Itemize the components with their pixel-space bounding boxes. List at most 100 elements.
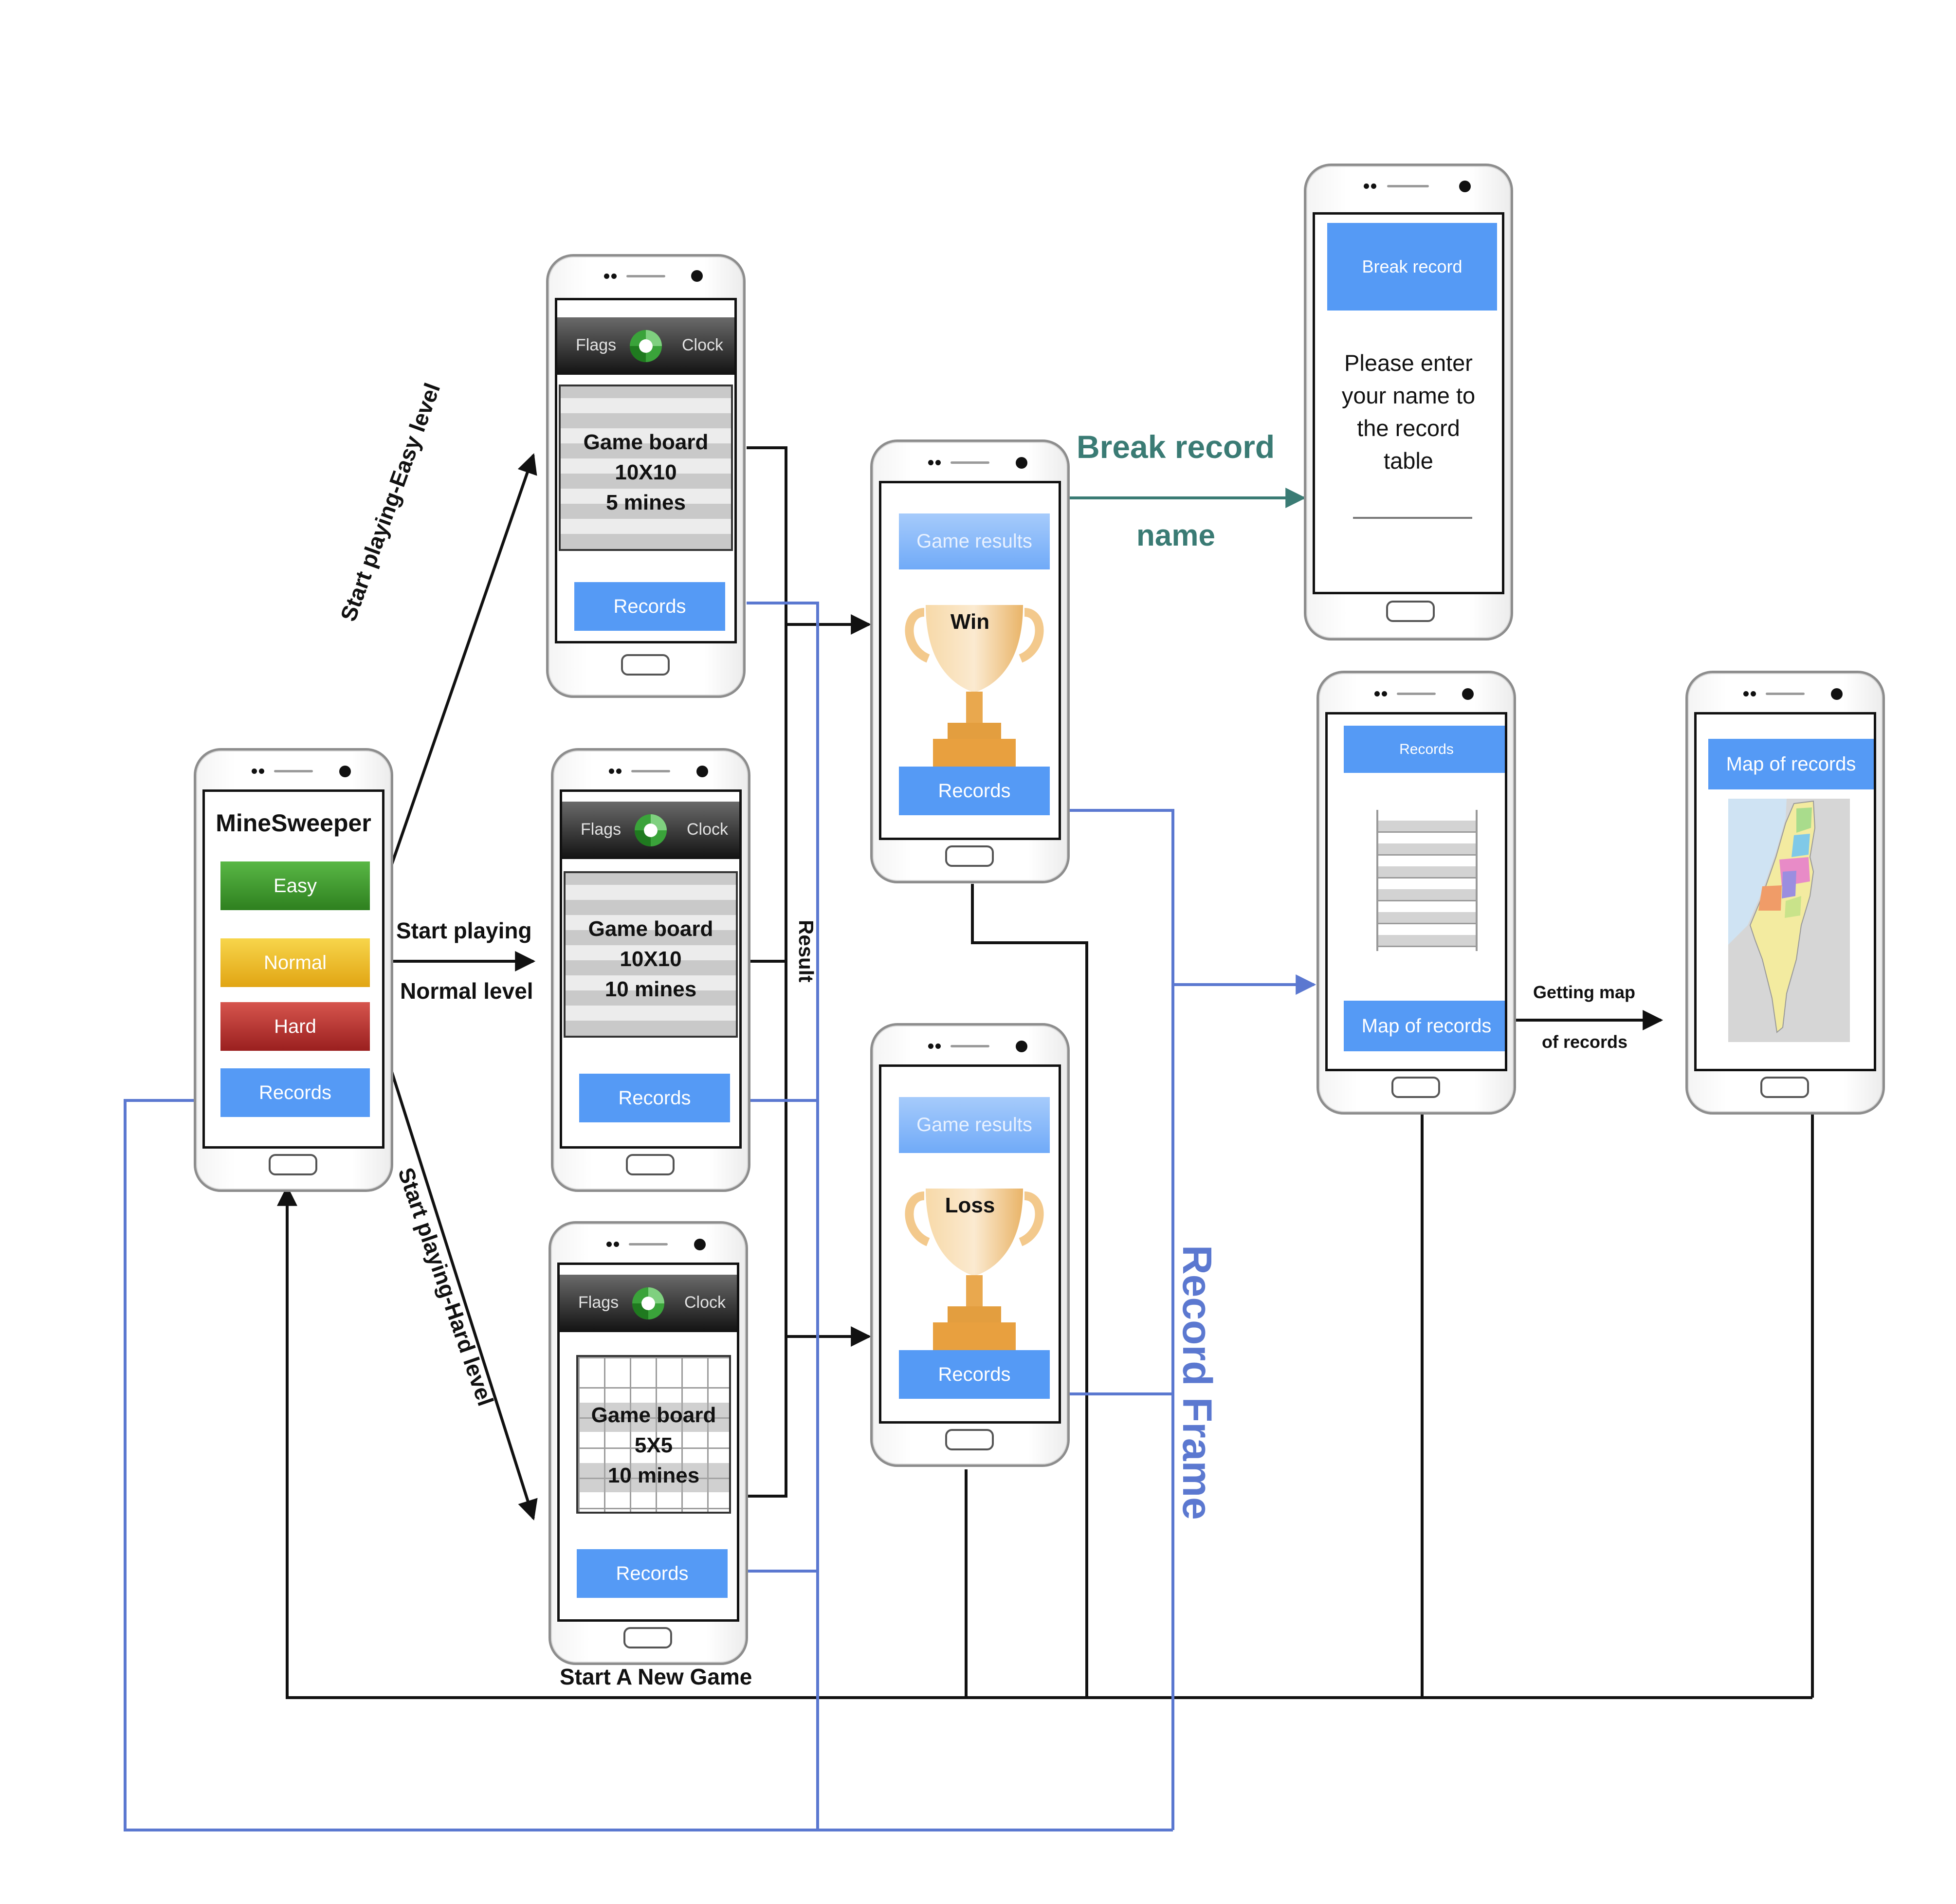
game-results-header: Game results [899,513,1050,569]
records-button[interactable]: Records [574,582,725,631]
records-button[interactable]: Records [220,1068,370,1117]
speaker-grille [631,770,670,772]
top-bar: Flags Clock [557,317,734,375]
hard-button[interactable]: Hard [220,1002,370,1051]
normal-button[interactable]: Normal [220,938,370,987]
result-screen-win: Game results Win Records [879,481,1061,840]
clock-label: Clock [682,336,724,354]
app-title: MineSweeper [216,809,371,837]
home-button [269,1154,317,1175]
result-screen-loss: Game results Loss Records [879,1064,1061,1424]
front-camera [1016,1041,1027,1052]
result-label: Loss [945,1193,995,1217]
records-button[interactable]: Records [899,1350,1050,1399]
edge-records-easy [747,602,819,1830]
speaker-grille [951,1045,989,1047]
speaker-grille [1397,693,1436,695]
edge-label-new-game: Start A New Game [560,1664,752,1689]
home-button [621,654,670,676]
board-size: 10X10 [620,947,682,971]
edge-new-game-to-home [277,1185,1812,1699]
speaker-dot [611,274,617,279]
home-button [626,1154,675,1175]
home-button [1760,1077,1809,1098]
speaker-dot [606,1242,612,1247]
map-of-records-button[interactable]: Map of records [1344,1001,1505,1051]
board-size: 5X5 [634,1433,673,1457]
phone-result-win: Game results Win Records [870,439,1070,883]
phone-break-record: Break record Please enter your name to t… [1304,164,1513,641]
prompt-line: your name to [1341,383,1476,408]
flags-label: Flags [581,820,622,839]
edge-records-home [124,1099,1173,1831]
speaker-dot [604,274,609,279]
edge-label-normal-line2: Normal level [400,978,533,1004]
game-board-grid[interactable]: Game board 10X10 5 mines [559,384,733,551]
speaker-grille [1387,185,1429,187]
board-mines: 5 mines [606,491,686,514]
home-button [1386,601,1435,622]
speaker-dot [935,460,941,465]
phone-records-table: Records Map of records [1316,671,1516,1115]
speaker-dot [1743,691,1749,696]
board-mines: 10 mines [604,977,697,1001]
game-board-grid[interactable]: Game board 10X10 10 mines [564,871,738,1038]
result-label: Win [950,610,990,634]
trophy-icon [905,605,1044,768]
game-screen-hard: Flags Clock Game board 5X5 10 mines Reco… [557,1263,739,1622]
reset-face-icon[interactable] [630,1285,666,1321]
clock-label: Clock [687,820,729,839]
front-camera [1459,181,1471,192]
reset-face-icon[interactable] [628,328,664,364]
edge-label-record-frame: Record Frame [1174,1245,1220,1520]
edge-label-getting-map-line1: Getting map [1533,982,1636,1002]
name-input-line[interactable] [1353,517,1472,519]
speaker-dot [928,1044,933,1049]
speaker-grille [951,461,989,464]
phone-game-easy: Flags Clock Game board 10X10 5 mines Rec… [546,254,746,698]
edge-result-bus [747,446,787,1498]
flags-label: Flags [576,336,617,354]
speaker-grille [626,275,665,277]
front-camera [1462,688,1474,700]
records-button[interactable]: Records [899,767,1050,815]
speaker-dot [1382,691,1387,696]
phone-game-hard: Flags Clock Game board 5X5 10 mines Reco… [548,1221,748,1665]
front-camera [1831,688,1843,700]
speaker-dot [616,769,622,774]
board-stripe [578,1463,729,1492]
records-button[interactable]: Records [577,1549,728,1598]
speaker-dot [1364,183,1369,189]
records-header: Records [1344,726,1505,773]
speaker-grille [629,1243,668,1245]
home-button [945,845,994,867]
edge-label-name: name [1136,519,1215,552]
speaker-dot [614,1242,619,1247]
speaker-dot [252,769,257,774]
records-button[interactable]: Records [579,1074,730,1122]
map-image [1728,799,1850,1042]
break-record-screen: Break record Please enter your name to t… [1313,212,1504,594]
front-camera [339,766,351,777]
speaker-dot [1751,691,1756,696]
clock-label: Clock [684,1293,726,1312]
phone-result-loss: Game results Loss Records [870,1023,1070,1467]
speaker-grille [1766,693,1805,695]
game-screen-normal: Flags Clock Game board 10X10 10 mines Re… [560,789,742,1149]
home-button [623,1627,672,1648]
speaker-dot [609,769,614,774]
board-mines: 10 mines [607,1464,700,1487]
reset-face-icon[interactable] [633,812,669,848]
board-size: 10X10 [615,460,677,484]
board-title: Game board [583,430,709,454]
edge-records-win [1060,809,1174,1830]
trophy-icon [905,1189,1044,1352]
front-camera [694,1239,706,1250]
game-results-header: Game results [899,1097,1050,1153]
break-record-header: Break record [1327,223,1497,311]
easy-button[interactable]: Easy [220,861,370,910]
game-board-grid[interactable]: Game board 5X5 10 mines [576,1355,731,1514]
prompt-line: the record [1357,415,1460,441]
